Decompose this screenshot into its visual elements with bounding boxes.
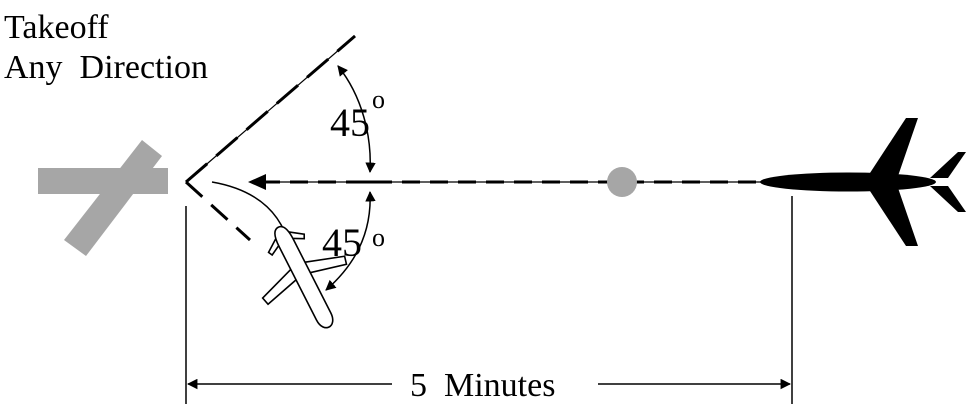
lower-angle-degree: o bbox=[372, 223, 385, 252]
dot-icon bbox=[607, 167, 637, 197]
title-line-2: Any Direction bbox=[4, 49, 208, 86]
lower-45-leg bbox=[184, 180, 252, 242]
upper-angle-value: 45 bbox=[330, 100, 370, 145]
lower-angle-arc bbox=[325, 190, 376, 291]
upper-angle-arc bbox=[337, 65, 376, 174]
title-line-1: Takeoff bbox=[4, 9, 109, 46]
dimension-label: 5 Minutes bbox=[410, 367, 555, 404]
runway-crossed-icon bbox=[38, 140, 168, 256]
airplane-outline-icon bbox=[261, 225, 348, 329]
airplane-solid-icon bbox=[760, 118, 966, 246]
upper-45-leg-dashes bbox=[185, 34, 356, 184]
course-arrow-left-icon bbox=[248, 174, 266, 190]
upper-angle-degree: o bbox=[372, 85, 385, 114]
